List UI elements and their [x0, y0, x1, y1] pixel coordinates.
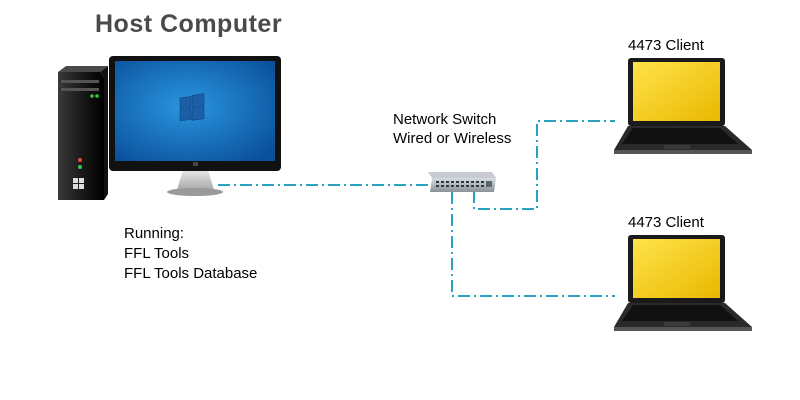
host-tower-icon	[58, 66, 108, 200]
diagram-title: Host Computer	[95, 10, 283, 38]
switch-ports	[436, 181, 484, 187]
network-switch-title: Network Switch	[393, 111, 497, 128]
client-1-label: 4473 Client	[628, 37, 704, 54]
client-1-laptop-icon	[614, 58, 752, 154]
client-2-label: 4473 Client	[628, 214, 704, 231]
network-cables	[218, 120, 615, 297]
running-label: Running:	[124, 225, 185, 242]
network-switch-icon	[428, 172, 496, 192]
network-switch-subtitle: Wired or Wireless	[393, 130, 512, 147]
host-running-notes: Running: FFL Tools FFL Tools Database	[124, 224, 257, 284]
tower-windows-logo-icon	[73, 178, 84, 189]
host-monitor-icon	[109, 56, 281, 196]
switch-to-client2-cable	[451, 192, 615, 297]
client-2-laptop-icon	[614, 235, 752, 331]
windows-logo-icon	[179, 93, 205, 122]
switch-to-client1-cable	[473, 120, 615, 210]
ffl-tools-label: FFL Tools	[124, 245, 190, 262]
network-switch-label: Network Switch Wired or Wireless	[393, 110, 511, 148]
ffl-tools-database-label: FFL Tools Database	[124, 265, 258, 282]
